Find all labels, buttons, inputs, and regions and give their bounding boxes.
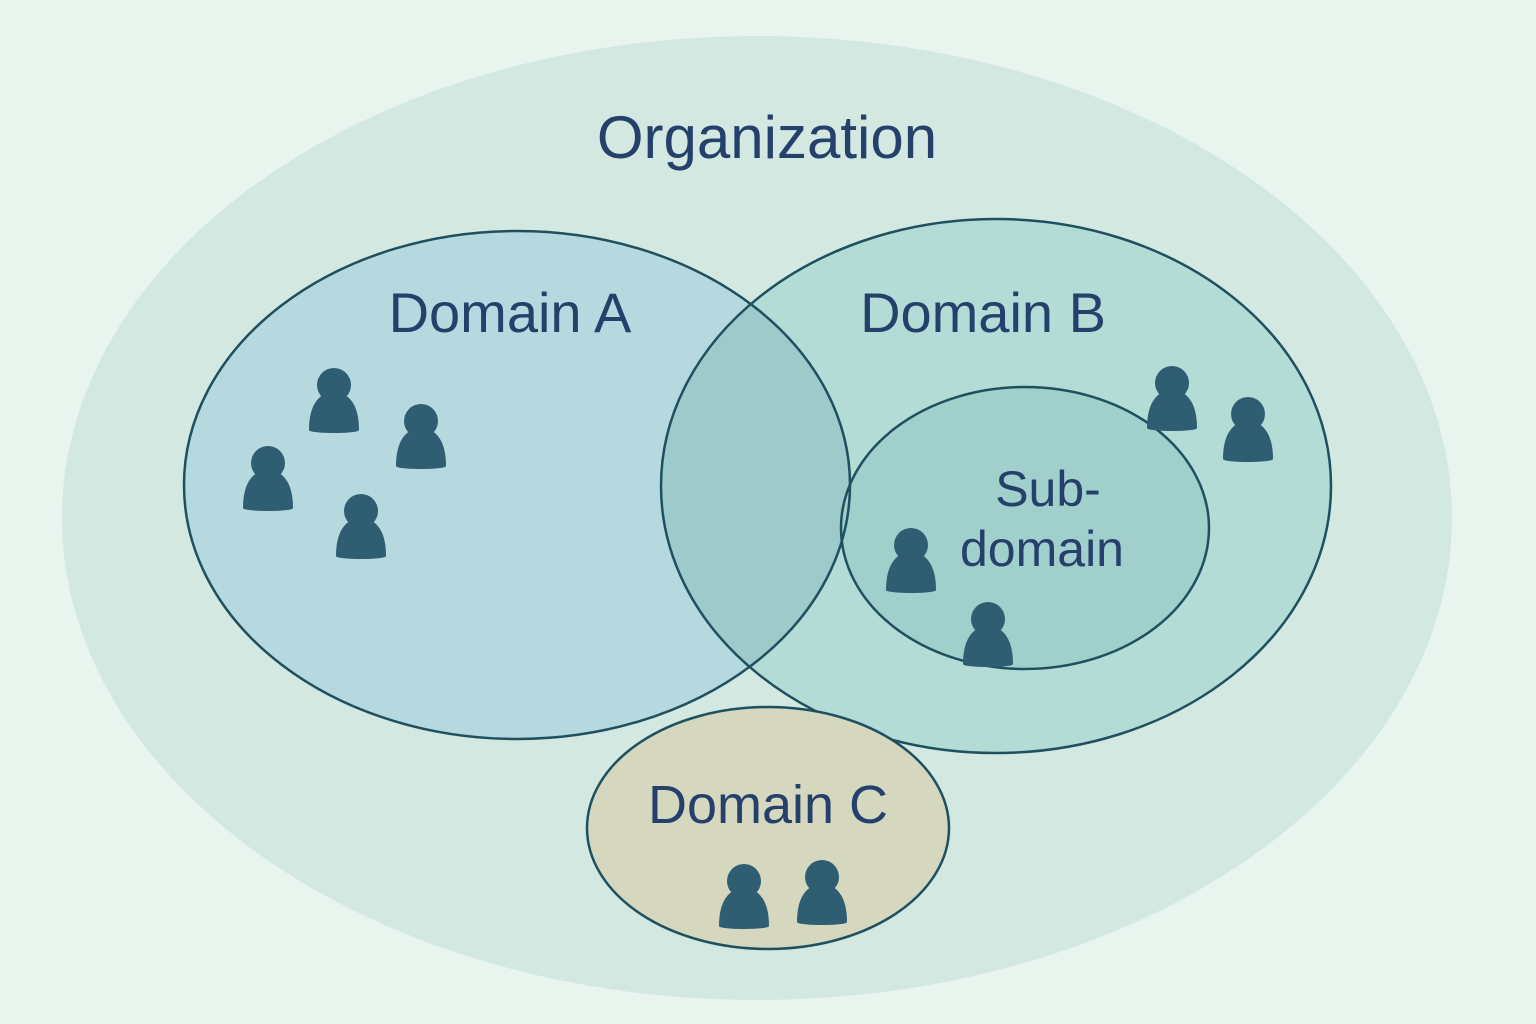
subdomain-ellipse (839, 385, 1211, 671)
domain-c-label: Domain C (648, 775, 888, 835)
subdomain-label-line2: domain (960, 521, 1124, 577)
domain-c-ellipse (585, 705, 951, 951)
subdomain-label-line1: Sub- (995, 461, 1101, 517)
domain-a-label: Domain A (389, 281, 632, 344)
domain-b-label: Domain B (860, 281, 1106, 344)
domain-a-ellipse (184, 231, 850, 739)
organization-label: Organization (597, 104, 937, 171)
domain-a-outline (182, 229, 852, 741)
domain-b-outline (659, 217, 1333, 755)
